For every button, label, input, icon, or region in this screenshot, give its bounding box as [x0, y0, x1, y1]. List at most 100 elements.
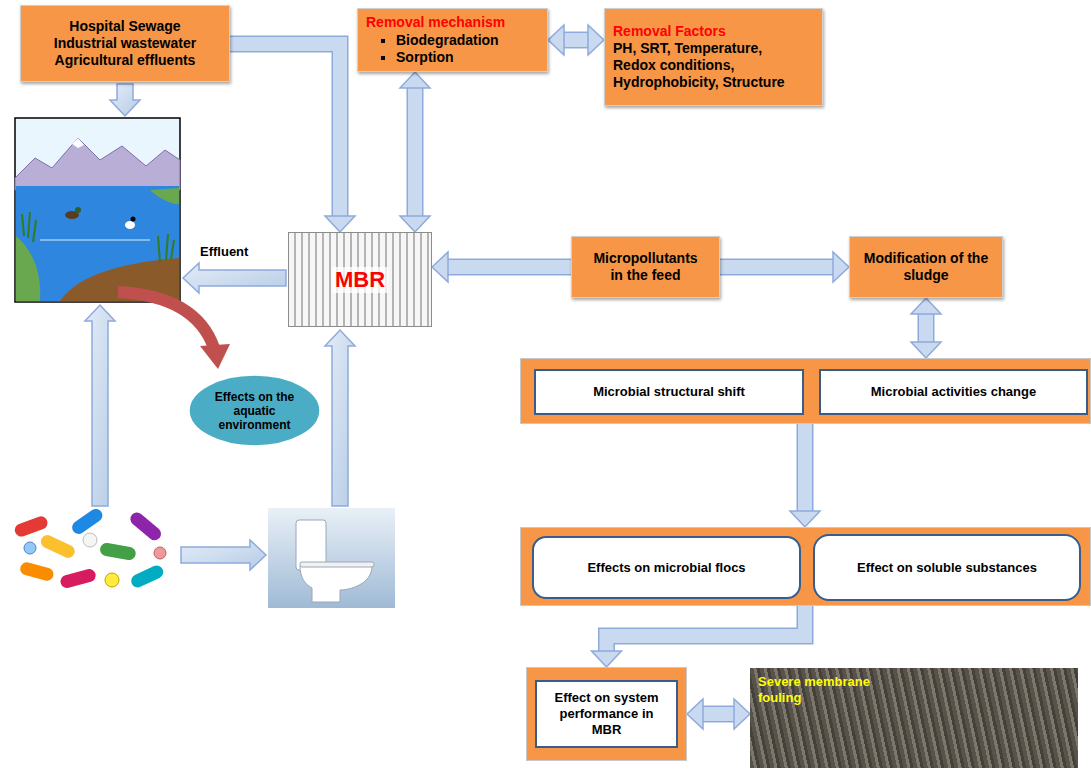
connector-outline — [720, 259, 833, 276]
block-connector — [432, 252, 571, 282]
rounded-box: Effect on soluble substances — [813, 534, 1081, 601]
pill — [129, 563, 165, 589]
block-connector — [592, 606, 806, 667]
block-connector — [230, 44, 355, 232]
tablet — [154, 547, 166, 559]
process-box: Modification of the sludge — [849, 236, 1003, 298]
box-text: Effect on soluble substances — [857, 560, 1037, 576]
pill — [70, 506, 105, 536]
process-box: Microbial structural shift — [534, 369, 804, 415]
lake-mountains — [15, 138, 180, 190]
red-arrow-shaft — [118, 292, 214, 348]
box-text: Effects on the aquatic environment — [215, 390, 295, 432]
connector-outline — [703, 706, 734, 723]
lake-ducks — [40, 207, 150, 240]
pill — [13, 515, 49, 539]
block-connector — [720, 252, 849, 282]
block-connector — [911, 298, 941, 358]
rounded-box: Effects on microbial flocs — [532, 536, 801, 599]
block-connector — [790, 424, 820, 527]
arrow-head — [911, 342, 941, 358]
box-text: MBR — [332, 267, 388, 293]
connector-outline — [564, 32, 588, 49]
arrow-head — [687, 699, 703, 729]
lake-shore — [150, 188, 179, 204]
pill — [19, 561, 55, 582]
block-arrow — [110, 84, 140, 116]
block-connector — [687, 699, 750, 729]
connector-shaft — [703, 707, 734, 721]
lake-shore — [16, 236, 40, 301]
red-curved-arrow — [118, 292, 230, 369]
arrow-label: Effluent — [200, 244, 248, 260]
box-text: Effect on system performance in MBR — [535, 680, 678, 748]
arrow-head — [833, 252, 849, 282]
lake-illustration — [15, 118, 180, 302]
lake-water — [16, 186, 180, 301]
bullet-item: Biodegradation — [396, 32, 539, 49]
block-arrows — [85, 84, 355, 570]
box-text: Micropollutants in the feed — [590, 250, 701, 284]
pill — [59, 568, 97, 590]
arrow-head — [790, 511, 820, 527]
tablet — [24, 542, 36, 554]
arrow-head — [400, 216, 430, 232]
lake-sky — [15, 118, 180, 302]
ellipse-node: Effects on the aquatic environment — [186, 372, 323, 449]
bullet-list: BiodegradationSorption — [366, 32, 539, 66]
photo-box: Severe membrane fouling — [750, 668, 1078, 768]
connector-shaft — [408, 88, 422, 216]
connector-shaft — [230, 44, 340, 216]
connector-outline — [230, 44, 340, 216]
arrow-head — [432, 252, 448, 282]
mechanism-box: Removal mechanismBiodegradationSorption — [357, 8, 548, 72]
arrow-head — [548, 25, 564, 55]
connector-outline — [918, 314, 935, 342]
box-text: PH, SRT, Temperature, Redox conditions, … — [613, 40, 796, 91]
connector-shaft — [448, 260, 571, 274]
pill — [39, 533, 77, 560]
arrow-head — [325, 216, 355, 232]
connector-shaft — [564, 33, 588, 47]
connector-shaft — [607, 606, 806, 651]
block-arrow — [181, 540, 266, 570]
bullet-item: Sorption — [396, 49, 539, 66]
pill — [99, 542, 137, 561]
connector-outline — [607, 606, 806, 651]
box-text: Modification of the sludge — [859, 250, 993, 284]
toilet-bowl — [300, 566, 372, 602]
tablet — [105, 573, 119, 587]
box-text: Microbial activities change — [871, 384, 1036, 400]
toilet-seat — [300, 562, 374, 567]
process-box: Micropollutants in the feed — [571, 236, 720, 298]
tablet — [83, 533, 97, 547]
arrow-head — [592, 651, 622, 667]
box-text: Severe membrane fouling — [758, 674, 876, 706]
block-connector — [548, 25, 604, 55]
red-arrow-head — [200, 344, 230, 369]
block-arrow — [183, 263, 286, 293]
result-box: Effect on system performance in MBR — [526, 667, 687, 761]
ellipse-shape — [189, 375, 321, 447]
connector-outline — [448, 259, 571, 276]
block-connector — [400, 72, 430, 232]
band-panel: Effects on microbial flocs Effect on solu… — [520, 527, 1091, 606]
lake-reeds — [22, 212, 174, 262]
mbr-image-box: MBR — [288, 232, 432, 327]
connector-shaft — [798, 424, 812, 511]
pills-illustration — [10, 506, 178, 595]
box-text: Hospital Sewage Industrial wastewater Ag… — [46, 18, 204, 69]
connector-shaft — [919, 314, 933, 342]
connector-outline — [797, 424, 814, 511]
box-text: Microbial structural shift — [593, 384, 745, 400]
toilet-ground — [268, 508, 395, 608]
band-panel: Microbial structural shift Microbial acti… — [520, 358, 1091, 424]
block-arrow — [325, 330, 355, 506]
connector-outline — [407, 88, 424, 216]
factors-box: Removal FactorsPH, SRT, Temperature, Red… — [604, 8, 823, 106]
heading: Removal Factors — [613, 23, 796, 40]
source-box: Hospital Sewage Industrial wastewater Ag… — [20, 5, 230, 82]
pill — [128, 510, 164, 543]
arrow-head — [588, 25, 604, 55]
